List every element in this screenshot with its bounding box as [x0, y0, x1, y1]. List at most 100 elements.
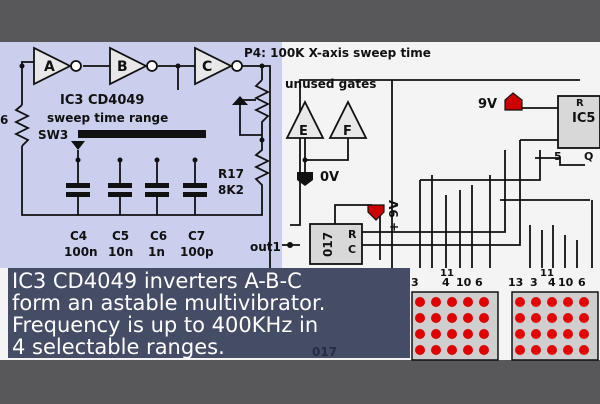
led-dot [479, 313, 489, 323]
led-dot [563, 345, 573, 355]
ic5-label: IC5 [572, 111, 595, 126]
led-dot [563, 329, 573, 339]
led-dot [563, 313, 573, 323]
led-dot [579, 329, 589, 339]
led-dot [431, 297, 441, 307]
gate-f-label: F [343, 124, 352, 139]
cap-c6-value: 1n [148, 245, 165, 259]
led-dot [579, 313, 589, 323]
led-dot [463, 345, 473, 355]
out-label: out1 [250, 240, 281, 254]
caption-line-4: 4 selectable ranges. [12, 335, 225, 359]
ground-symbol [297, 172, 313, 186]
caption-box: IC3 CD4049 inverters A-B-C form an astab… [8, 268, 410, 358]
led-dot [447, 297, 457, 307]
cap-c5-value: 10n [108, 245, 133, 259]
counter-pin-c: C [348, 243, 356, 256]
led-dot [579, 297, 589, 307]
led-dot [415, 297, 425, 307]
led-dot [447, 313, 457, 323]
cap-c7-value: 100p [180, 245, 214, 259]
led-dot [431, 345, 441, 355]
led-dot [463, 297, 473, 307]
switch-contact-arrow [71, 141, 85, 150]
ic5-pin-q: Q [584, 150, 593, 163]
led-dot [515, 313, 525, 323]
cap-c4-value: 100n [64, 245, 98, 259]
cap-c7-name: C7 [188, 229, 205, 243]
cap-c5-name: C5 [112, 229, 129, 243]
led-dot [547, 313, 557, 323]
gate-e-label: E [299, 124, 308, 139]
led-dot [415, 345, 425, 355]
led-dot [531, 297, 541, 307]
gate-b-symbol [109, 46, 149, 86]
ic5-pin-5: 5 [554, 150, 562, 163]
led-dot [579, 345, 589, 355]
gate-f-symbol [328, 99, 368, 139]
left-cut-label: 6 [0, 113, 8, 127]
led-dot [531, 345, 541, 355]
supply-plus9v-symbol [367, 204, 385, 221]
led-dot [463, 329, 473, 339]
led-dot [515, 329, 525, 339]
caption-line-1: IC3 CD4049 inverters A-B-C [12, 269, 302, 293]
led-dot [415, 329, 425, 339]
cap-c6-name: C6 [150, 229, 167, 243]
led-dot [447, 345, 457, 355]
pin-right-0: 13 [508, 276, 523, 289]
gate-a-symbol [33, 46, 73, 86]
cap-c4-name: C4 [70, 229, 87, 243]
gate-a-label: A [44, 59, 55, 75]
pin-right-1: 3 [530, 276, 538, 289]
gate-b-label: B [117, 59, 128, 75]
led-dot [547, 345, 557, 355]
supply-9v-label: 9V [478, 97, 497, 112]
led-dot [531, 313, 541, 323]
gate-c-symbol [194, 46, 234, 86]
chip-label: IC3 CD4049 [60, 93, 144, 108]
led-dot [447, 329, 457, 339]
caption-line-2: form an astable multivibrator. [12, 291, 326, 315]
led-dot [463, 313, 473, 323]
ic5-pin-r: R [576, 98, 584, 109]
counter-label: 017 [321, 232, 335, 257]
led-dot [431, 329, 441, 339]
pin-left-0: 3 [411, 276, 419, 289]
led-dot [415, 313, 425, 323]
counter-pin-r: R [348, 228, 357, 241]
led-dot [563, 297, 573, 307]
caption-line-3: Frequency is up to 400KHz in [12, 313, 319, 337]
pin-left-3: 10 [456, 276, 472, 289]
led-dot [547, 329, 557, 339]
led-dot [431, 313, 441, 323]
led-dot [479, 297, 489, 307]
gate-e-symbol [285, 99, 325, 139]
led-dot [547, 297, 557, 307]
range-label: sweep time range [47, 111, 168, 125]
resistor-value: 8K2 [218, 183, 244, 197]
resistor-name: R17 [218, 167, 244, 181]
pin-right-3: 4 [548, 276, 556, 289]
ic5-block [557, 95, 600, 149]
led-dot [479, 329, 489, 339]
gate-c-label: C [202, 59, 212, 75]
pin-right-2: 11 [540, 268, 554, 279]
ground-label: 0V [320, 170, 339, 185]
pin-left-1: 11 [440, 268, 454, 279]
pin-left-4: 6 [475, 276, 483, 289]
led-dot [531, 329, 541, 339]
highlight-panel [0, 42, 282, 268]
supply-plus9v-label: + 9V [387, 199, 401, 232]
led-dot [515, 345, 525, 355]
supply-9v-symbol [504, 92, 523, 111]
pin-right-5: 6 [578, 276, 586, 289]
led-dot [515, 297, 525, 307]
counter-block [309, 223, 363, 265]
pot-label: P4: 100K X-axis sweep time [244, 46, 431, 60]
unused-gates-label: unused gates [285, 77, 376, 91]
led-dot [479, 345, 489, 355]
pin-left-2: 4 [442, 276, 450, 289]
